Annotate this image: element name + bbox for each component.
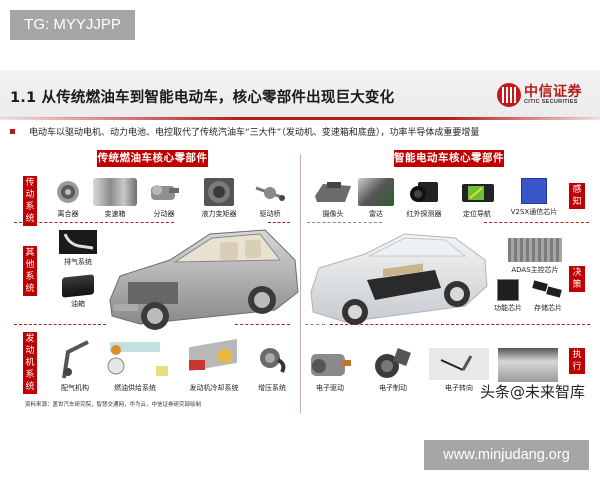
part-valvetrain: 配气机构 — [50, 338, 100, 393]
part-function-chip: 功能芯片 — [488, 280, 528, 313]
part-exhaust: 排气系统 — [58, 230, 98, 267]
citic-logo-icon — [497, 83, 521, 107]
part-navigation: 定位导航 — [455, 178, 499, 219]
electric-steering-image — [429, 348, 489, 380]
part-v2x-chip: V2SX通信芯片 — [508, 178, 560, 217]
part-cooling: 发动机冷却系统 — [180, 338, 248, 393]
fuel-tank-image — [62, 274, 94, 298]
part-radar: 雷达 — [356, 178, 396, 219]
group-label-execution: 执行 — [569, 348, 585, 374]
right-panel-title: 智能电动车核心零部件 — [394, 150, 504, 167]
turbocharger-image — [256, 338, 288, 380]
part-adas-chip: ADAS主控芯片 — [500, 238, 570, 275]
adas-chip-image — [508, 238, 562, 262]
part-fuel-tank: 油箱 — [60, 274, 96, 309]
part-electric-drive: 电子驱动 — [304, 348, 356, 393]
fuel-supply-image — [100, 338, 170, 380]
dashed-separator — [307, 222, 382, 223]
v2x-chip-image — [521, 178, 547, 204]
group-label-perception: 感知 — [569, 183, 585, 209]
infrared-detector-image — [408, 178, 440, 206]
part-electric-steering: 电子转向 — [428, 348, 490, 393]
storage-chip-image — [531, 280, 565, 300]
dashed-separator — [330, 324, 590, 325]
dashed-separator — [14, 324, 106, 325]
cooling-image — [185, 338, 243, 380]
dashed-separator — [14, 222, 174, 223]
part-infrared-detector: 红外探测器 — [400, 178, 448, 219]
chassis-components-image — [498, 348, 558, 382]
left-panel-title: 传统燃油车核心零部件 — [97, 150, 208, 167]
part-turbocharger: 增压系统 — [252, 338, 292, 393]
dashed-separator — [305, 324, 325, 325]
group-label-other: 其他系统 — [23, 246, 37, 296]
source-note: 资料来源：盖世汽车研究院，智慧交通网，华为云，中信证券研究部绘制 — [25, 402, 202, 408]
part-gearbox: 变速箱 — [92, 178, 138, 219]
title-divider — [0, 117, 600, 120]
bullet-square-icon — [10, 129, 15, 134]
watermark-top: TG: MYYJJPP — [10, 10, 135, 40]
dashed-separator — [484, 222, 589, 223]
bullet-text: 电动车以驱动电机、动力电池、电控取代了传统汽油车“三大件”（发动机、变速箱和底盘… — [29, 128, 480, 138]
electric-drive-image — [307, 348, 353, 380]
electric-car-cutaway-image — [305, 228, 490, 328]
citic-logo: 中信证券 CITIC SECURITIES — [497, 81, 593, 109]
group-label-engine: 发动机系统 — [23, 332, 37, 394]
drive-axle-image — [254, 178, 286, 206]
transfer-case-image — [147, 178, 181, 206]
title-bar: 1.1 从传统燃油车到智能电动车，核心零部件出现巨大变化 中信证券 CITIC … — [0, 70, 600, 118]
dashed-separator — [268, 222, 290, 223]
camera-image — [313, 178, 353, 206]
valvetrain-image — [58, 338, 92, 380]
logo-cn-text: 中信证券 — [524, 84, 582, 100]
part-chassis-components — [497, 348, 559, 382]
part-fuel-supply: 燃油供给系统 — [100, 338, 170, 393]
electric-brake-image — [373, 348, 413, 380]
toutiao-watermark: 头条@未来智库 — [480, 383, 586, 401]
part-drive-axle: 驱动桥 — [252, 178, 288, 219]
group-label-transmission: 传动系统 — [23, 176, 37, 226]
bullet-point: 电动车以驱动电机、动力电池、电控取代了传统汽油车“三大件”（发动机、变速箱和底盘… — [10, 125, 479, 138]
part-storage-chip: 存储芯片 — [526, 280, 570, 313]
part-electric-brake: 电子制动 — [370, 348, 416, 393]
radar-image — [358, 178, 394, 206]
navigation-image — [458, 178, 496, 206]
dashed-separator — [235, 324, 290, 325]
fuel-car-cutaway-image — [100, 220, 300, 332]
function-chip-image — [498, 280, 518, 300]
torque-converter-image — [204, 178, 234, 206]
exhaust-image — [59, 230, 97, 254]
page-title: 1.1 从传统燃油车到智能电动车，核心零部件出现巨大变化 — [10, 90, 395, 106]
part-transfer-case: 分动器 — [142, 178, 186, 219]
logo-en-text: CITIC SECURITIES — [524, 99, 578, 105]
part-camera: 摄像头 — [312, 178, 354, 219]
part-torque-converter: 液力变矩器 — [195, 178, 243, 219]
watermark-bottom: www.minjudang.org — [424, 440, 589, 470]
group-label-decision: 决策 — [569, 266, 585, 292]
slide: 1.1 从传统燃油车到智能电动车，核心零部件出现巨大变化 中信证券 CITIC … — [0, 70, 600, 415]
gearbox-image — [93, 178, 137, 206]
panel-divider — [300, 154, 301, 413]
part-clutch: 离合器 — [48, 178, 88, 219]
clutch-image — [56, 178, 80, 206]
